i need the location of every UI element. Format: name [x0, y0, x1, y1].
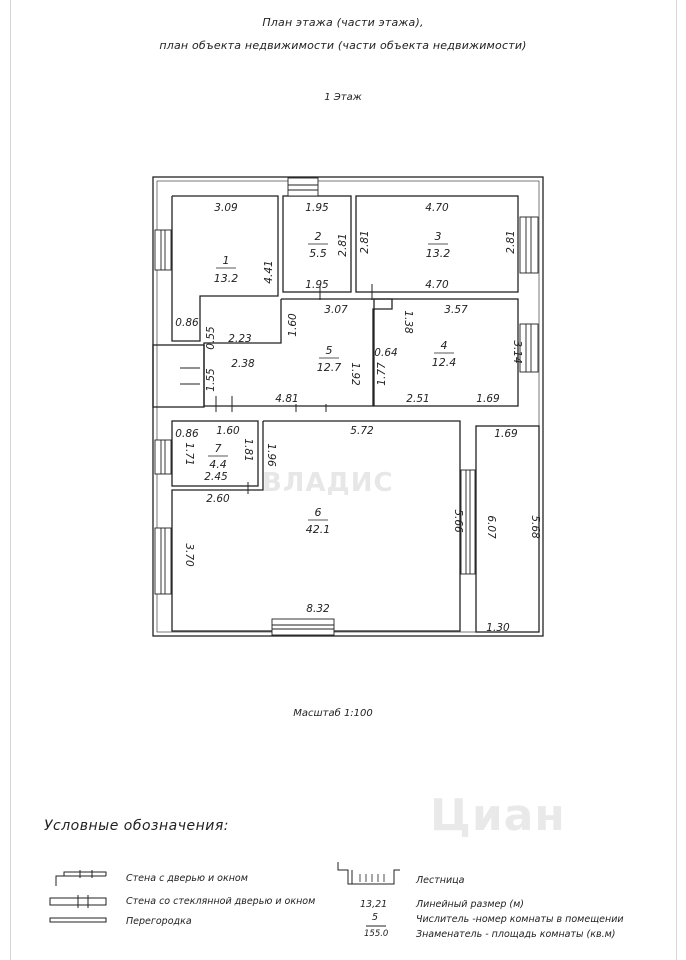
window-room6-right — [460, 469, 476, 575]
room-1-outline — [171, 195, 279, 342]
dim-1-38: 1.38 — [402, 310, 414, 334]
window-room3-right — [519, 216, 539, 274]
wall-door-window-symbol — [55, 871, 107, 886]
floor-label: 1 Этаж — [324, 92, 362, 103]
room-6-area: 42.1 — [306, 523, 331, 536]
dim-1-69-stair: 1.69 — [494, 428, 518, 440]
legend-denominator-label: Знаменатель - площадь комнаты (кв.м) — [416, 929, 616, 940]
dim-3-70: 3.70 — [183, 543, 195, 567]
window-room6-left — [154, 527, 172, 595]
dim-1-60-room7: 1.60 — [216, 425, 240, 437]
dim-1-55: 1.55 — [205, 368, 217, 392]
window-room7-left — [154, 439, 172, 475]
dim-1-71: 1.71 — [183, 442, 195, 465]
dim-2-23: 2.23 — [228, 333, 251, 345]
dim-1-81: 1.81 — [242, 438, 254, 461]
dim-1-96: 1.96 — [265, 443, 277, 467]
dim-1-77: 1.77 — [376, 362, 388, 386]
dim-2-81-room3-right: 2.81 — [505, 230, 517, 253]
legend-fraction-numerator: 5 — [372, 912, 379, 923]
dim-4-41: 4.41 — [263, 260, 275, 283]
frame-right-border — [676, 0, 677, 960]
dim-0-55: 0.55 — [205, 326, 217, 350]
room-3-number: 3 — [435, 230, 442, 243]
legend-numerator-label: Числитель -номер комнаты в помещении — [416, 914, 624, 925]
dim-1-69-room4: 1.69 — [476, 393, 500, 405]
room-7-area: 4.4 — [209, 458, 227, 471]
dim-3-57: 3.57 — [444, 304, 468, 316]
room-1-area: 13.2 — [214, 272, 239, 285]
dim-5-68: 5.68 — [529, 515, 541, 539]
room-5-number: 5 — [326, 344, 333, 357]
dim-3-09: 3.09 — [214, 202, 238, 214]
room-1-number: 1 — [223, 254, 230, 267]
room-6-outline — [171, 420, 461, 632]
scale-label: Масштаб 1:100 — [293, 708, 373, 719]
room-4-area: 12.4 — [432, 356, 457, 369]
room-2-area: 5.5 — [309, 247, 327, 260]
dim-4-81: 4.81 — [275, 393, 298, 405]
legend-linear-label: Линейный размер (м) — [416, 899, 524, 910]
entry-vestibule — [152, 344, 205, 408]
frame-left-border — [10, 0, 11, 960]
room-3-area: 13.2 — [426, 247, 451, 260]
legend-wall-door-window: Стена с дверью и окном — [126, 873, 248, 884]
dim-1-95-top: 1.95 — [305, 202, 329, 214]
room-6-number: 6 — [315, 506, 322, 519]
legend-symbols — [49, 862, 400, 927]
cian-watermark: Циан — [430, 790, 566, 841]
plan-title-line1: План этажа (части этажа), — [262, 16, 424, 29]
dim-2-60: 2.60 — [206, 493, 230, 505]
room-5-outline — [203, 298, 393, 407]
legend-heading: Условные обозначения: — [44, 818, 229, 834]
dim-5-72: 5.72 — [350, 425, 374, 437]
legend-fraction-denominator: 155.0 — [364, 929, 389, 939]
dim-6-07: 6.07 — [485, 515, 497, 539]
dim-2-38: 2.38 — [231, 358, 255, 370]
dim-2-81-room3-left: 2.81 — [359, 230, 371, 253]
dim-4-70-bottom: 4.70 — [425, 279, 449, 291]
room-7-outline — [171, 420, 259, 487]
dim-0-64: 0.64 — [374, 347, 397, 359]
dim-2-45: 2.45 — [204, 471, 228, 483]
room-3-outline — [355, 195, 519, 293]
legend-linear-example: 13,21 — [360, 899, 388, 910]
partition-symbol — [49, 917, 107, 923]
window-room6-bottom — [271, 618, 335, 636]
dim-8-32: 8.32 — [306, 603, 330, 615]
dim-1-92: 1.92 — [349, 362, 361, 386]
dim-0-86-room7: 0.86 — [175, 428, 199, 440]
dim-2-51: 2.51 — [406, 393, 429, 405]
room-5-area: 12.7 — [317, 361, 342, 374]
vladis-watermark: ВЛАДИС — [262, 468, 394, 498]
floor-plan-drawing: 1 13.2 2 5.5 3 13.2 4 12.4 5 12.7 6 42.1… — [152, 176, 544, 637]
room-4-number: 4 — [441, 339, 448, 352]
dim-4-70-top: 4.70 — [425, 202, 449, 214]
dim-1-95-mid: 1.95 — [305, 279, 329, 291]
dim-3-14: 3.14 — [511, 340, 523, 363]
dim-0-86-room1: 0.86 — [175, 317, 199, 329]
window-room1-left — [154, 229, 172, 271]
dim-5-66: 5.66 — [452, 509, 464, 533]
window-room4-right — [519, 323, 539, 373]
stair-area — [475, 425, 540, 633]
legend-partition: Перегородка — [126, 916, 192, 927]
plan-title-line2: план объекта недвижимости (части объекта… — [159, 39, 527, 52]
dim-1-60-room5: 1.60 — [287, 313, 299, 337]
legend-stairs: Лестница — [416, 875, 465, 886]
dim-2-81-room2: 2.81 — [337, 233, 349, 256]
room-2-number: 2 — [315, 230, 322, 243]
dim-1-30: 1.30 — [486, 622, 510, 634]
stairs-symbol — [337, 862, 400, 885]
window-top — [287, 177, 319, 197]
legend-wall-glass: Стена со стеклянной дверью и окном — [126, 896, 316, 907]
room-4-outline — [373, 298, 519, 407]
dim-3-07: 3.07 — [324, 304, 348, 316]
room-7-number: 7 — [215, 442, 222, 455]
